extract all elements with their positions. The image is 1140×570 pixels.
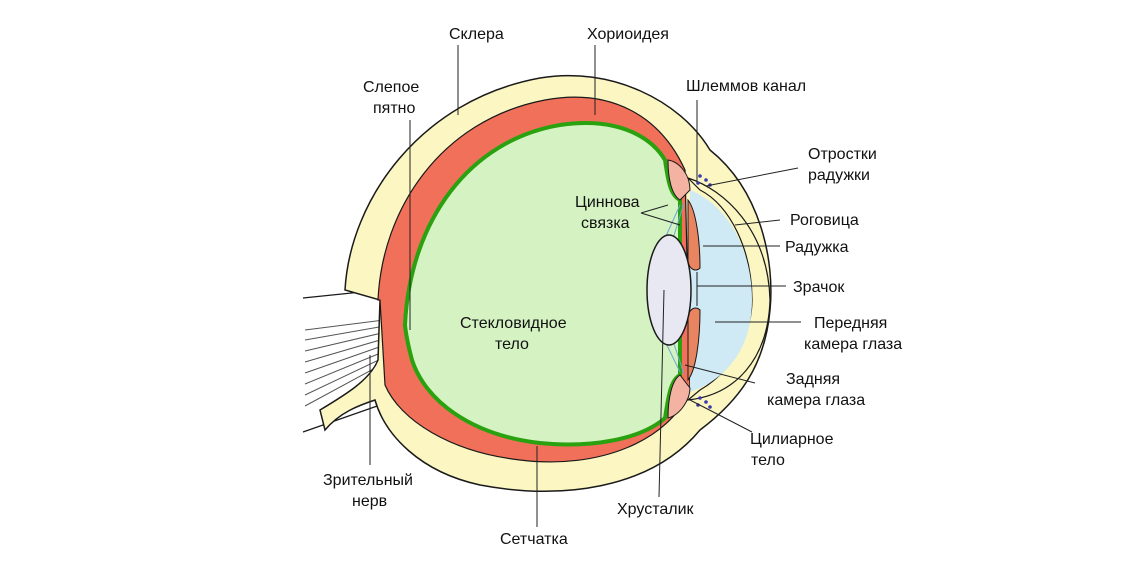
leader-lines [369, 45, 801, 527]
lens [646, 234, 692, 346]
label-anterior-chamber-1: Передняя [814, 315, 887, 332]
ciliary-body-bottom [667, 374, 691, 419]
label-optic-nerve-2: нерв [352, 493, 387, 510]
ciliary-body-top [667, 159, 691, 201]
label-lens: Хрусталик [617, 501, 695, 518]
label-schlemm-canal: Шлеммов канал [686, 78, 806, 95]
label-ciliary-body-1: Цилиарное [750, 431, 834, 448]
label-vitreous-body-1: Стекловидное [460, 315, 567, 332]
label-blind-spot-2: пятно [373, 100, 415, 117]
label-posterior-chamber-2: камера глаза [767, 392, 865, 409]
iris-top [687, 198, 701, 271]
label-zinn-ligament-2: связка [581, 215, 630, 232]
label-choroid: Хориоидея [587, 26, 669, 43]
label-ciliary-body-2: тело [751, 452, 785, 469]
label-sclera: Склера [449, 26, 504, 43]
label-iris-processes-2: радужки [808, 167, 870, 184]
label-anterior-chamber-2: камера глаза [804, 336, 902, 353]
label-optic-nerve-1: Зрительный [323, 472, 413, 489]
anterior-chamber [690, 190, 752, 392]
label-iris: Радужка [785, 239, 849, 256]
label-vitreous-body-2: тело [495, 336, 529, 353]
label-iris-processes-1: Отростки [808, 146, 877, 163]
label-retina: Сетчатка [500, 531, 568, 548]
label-zinn-ligament-1: Циннова [575, 194, 640, 211]
label-pupil: Зрачок [793, 279, 845, 296]
label-cornea: Роговица [790, 212, 859, 229]
cornea [686, 177, 771, 401]
label-blind-spot-1: Слепое [363, 79, 419, 96]
label-posterior-chamber-1: Задняя [786, 371, 840, 388]
